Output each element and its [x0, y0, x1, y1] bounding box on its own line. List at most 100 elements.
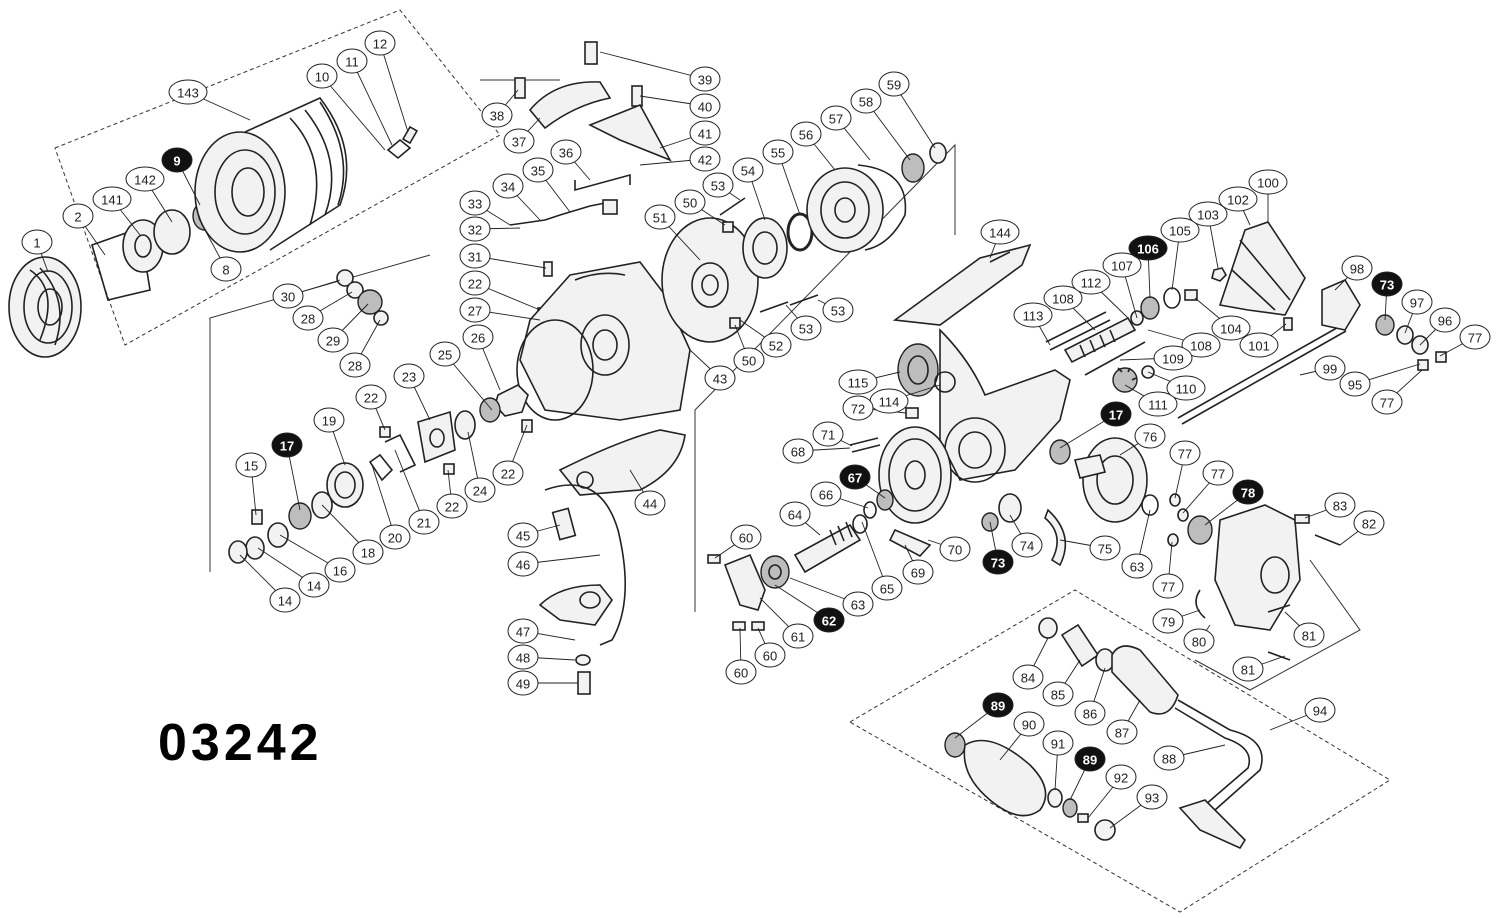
callout-balloon [702, 172, 734, 198]
callout-number: 102 [1227, 193, 1249, 208]
callout: 143 [168, 79, 208, 105]
callout-balloon [492, 460, 524, 486]
model-number: 03242 [158, 714, 323, 772]
collar-28b [373, 310, 389, 326]
callout-balloon [1102, 252, 1142, 278]
callout: 77 [1202, 460, 1234, 486]
callout: 98 [1341, 255, 1373, 281]
callout-balloon [235, 452, 267, 478]
callout-balloon [982, 549, 1014, 575]
callout: 60 [725, 659, 757, 685]
screw-104 [1184, 289, 1198, 301]
callout-number: 14 [307, 579, 321, 594]
callout-balloon [1042, 730, 1074, 756]
callout: 52 [760, 332, 792, 358]
callout-balloon [1121, 553, 1153, 579]
callout: 114 [869, 388, 909, 414]
callout-balloon [352, 539, 384, 565]
callout-balloon [1042, 681, 1074, 707]
callout-number: 44 [643, 497, 657, 512]
callout-number: 41 [698, 127, 712, 142]
callout-balloon [1012, 664, 1044, 690]
screw-53a [719, 197, 746, 216]
cover-57 [857, 164, 907, 251]
callout: 22 [355, 384, 387, 410]
handle-arm-88 [1174, 699, 1263, 850]
callout: 59 [878, 71, 910, 97]
callout: 85 [1042, 681, 1074, 707]
callout-number: 35 [531, 164, 545, 179]
bearing-115 [897, 343, 939, 397]
callout-balloon [269, 587, 301, 613]
callout: 104 [1211, 315, 1251, 341]
callout-number: 20 [388, 531, 402, 546]
callout-balloon [1304, 697, 1336, 723]
callout-number: 84 [1021, 671, 1035, 686]
callout-balloon [1166, 375, 1206, 401]
collar-28a [346, 281, 364, 299]
callout: 11 [336, 48, 368, 74]
callout-number: 70 [948, 543, 962, 558]
callout-number: 112 [1081, 276, 1102, 291]
callout-balloon [292, 305, 324, 331]
callout: 47 [507, 618, 539, 644]
callout-number: 77 [1468, 331, 1482, 346]
callout-balloon [1138, 391, 1178, 417]
callout: 64 [779, 501, 811, 527]
handle-assembly-box [849, 589, 1391, 913]
callout: 92 [1105, 764, 1137, 790]
callout-number: 53 [799, 322, 813, 337]
bearing-58 [901, 153, 925, 183]
screw-82 [1314, 534, 1341, 546]
callout: 54 [732, 157, 764, 183]
callout-highlighted: 62 [813, 607, 845, 633]
main-drive-gear-76 [1073, 437, 1148, 523]
callout-number: 25 [438, 348, 452, 363]
callout-number: 110 [1176, 382, 1197, 397]
callout-balloon [760, 332, 792, 358]
callout-number: 63 [1130, 560, 1144, 575]
callout-balloon [1153, 345, 1193, 371]
callout: 107 [1102, 252, 1142, 278]
callout-number: 81 [1302, 629, 1316, 644]
callout: 30 [272, 283, 304, 309]
callout-balloon [1136, 784, 1168, 810]
callout: 34 [492, 173, 524, 199]
callout-number: 73 [1380, 278, 1394, 293]
clip-79 [1195, 589, 1206, 619]
rotor-body [516, 261, 691, 421]
callout-number: 69 [911, 566, 925, 581]
callout-balloon [782, 438, 814, 464]
callout-number: 108 [1190, 339, 1212, 354]
callout-balloon [644, 204, 676, 230]
clip-21 [384, 433, 417, 473]
callout-balloon [1341, 255, 1373, 281]
callout-number: 42 [698, 153, 712, 168]
callout: 113 [1013, 302, 1053, 328]
callout: 28 [339, 352, 371, 378]
washer-63b [1141, 494, 1159, 516]
callout-balloon [850, 88, 882, 114]
screw-60b [732, 621, 746, 631]
callout-balloon [313, 407, 345, 433]
callout-number: 53 [711, 179, 725, 194]
callout: 16 [324, 557, 356, 583]
callout: 61 [782, 623, 814, 649]
callout-balloon [125, 166, 165, 192]
callout-number: 111 [1148, 398, 1168, 413]
collar-16 [267, 522, 289, 548]
callout-number: 51 [653, 211, 667, 226]
callout: 42 [689, 146, 721, 172]
callout-balloon [1202, 460, 1234, 486]
drag-washer [91, 226, 151, 301]
callout-number: 15 [244, 459, 258, 474]
callout-number: 22 [468, 277, 482, 292]
callout-number: 93 [1145, 791, 1159, 806]
callout-balloon [507, 644, 539, 670]
callout-number: 12 [373, 37, 387, 52]
callout-number: 22 [445, 500, 459, 515]
bail-arm-lever [528, 81, 612, 130]
callout-balloon [732, 157, 764, 183]
handle-knob-90 [963, 739, 1047, 817]
